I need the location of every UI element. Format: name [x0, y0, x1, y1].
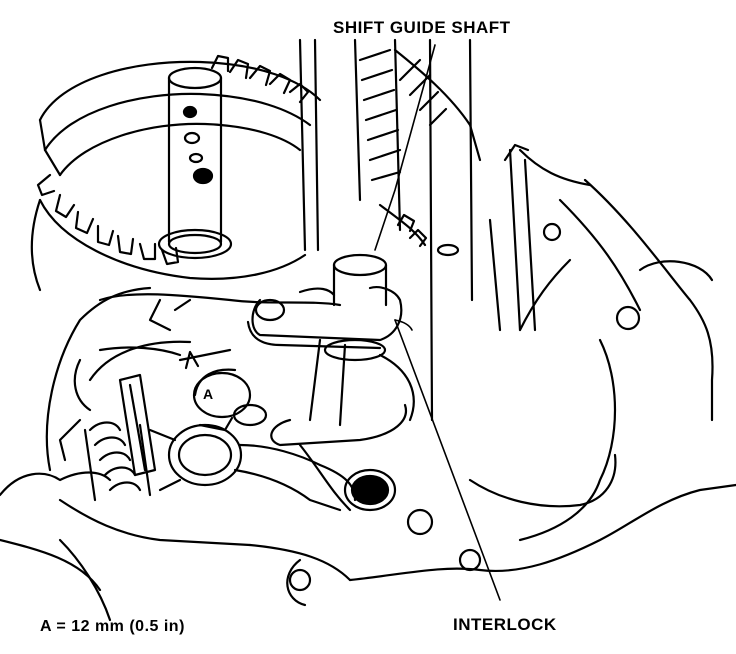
- leader-lines: [374, 44, 501, 601]
- left-gear: [30, 54, 322, 292]
- casing-flange: [468, 143, 714, 542]
- dimension-caption: A = 12 mm (0.5 in): [40, 618, 185, 635]
- right-gear: [298, 38, 482, 252]
- lower-plate: [0, 286, 736, 622]
- detent-ball: [178, 348, 268, 427]
- dimension-a-marker: A: [203, 386, 214, 402]
- vertical-tube: [157, 66, 233, 260]
- shift-guide-shaft-label: SHIFT GUIDE SHAFT: [333, 18, 511, 37]
- shift-guide-shaft-leader: [374, 44, 436, 251]
- shift-arm: [148, 416, 357, 512]
- spring: [58, 373, 157, 502]
- shift-guide-shaft: [428, 38, 474, 422]
- shift-fork-assembly: [73, 293, 342, 412]
- interlock-leader: [394, 319, 501, 601]
- interlock-label: INTERLOCK: [453, 615, 557, 634]
- interlock-plate: [246, 253, 403, 350]
- shift-rod: [270, 338, 415, 512]
